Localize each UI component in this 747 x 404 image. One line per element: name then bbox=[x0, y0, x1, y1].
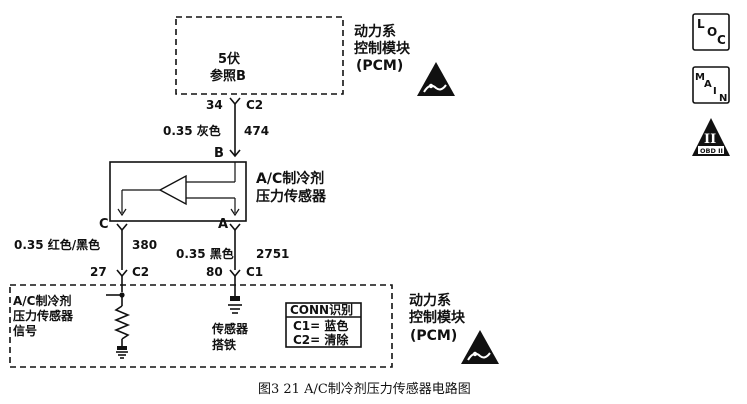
left-connector-terminal bbox=[116, 269, 128, 278]
sensor-pin-c: C bbox=[99, 217, 109, 232]
sensor-box bbox=[109, 161, 247, 222]
signal-label-1: A/C制冷剂 bbox=[13, 293, 71, 308]
top-wire-color: 0.35 灰色 bbox=[163, 123, 221, 138]
pcm-top-ref-b: 参照B bbox=[210, 68, 246, 84]
left-wire-color: 0.35 红色/黑色 bbox=[14, 237, 100, 252]
svg-text:C: C bbox=[717, 33, 726, 47]
pcm-top-title-2: 控制模块 bbox=[354, 40, 411, 57]
sensor-terminal-a bbox=[229, 223, 241, 232]
right-wire-circuit: 2751 bbox=[256, 247, 289, 261]
sensor-ground-circuit bbox=[228, 296, 242, 314]
sensor-terminal-b bbox=[229, 149, 241, 158]
svg-text:OBD II: OBD II bbox=[700, 147, 723, 155]
conn-table-row-2: C2= 清除 bbox=[293, 332, 349, 347]
top-pin-number: 34 bbox=[206, 98, 223, 112]
sensor-amplifier bbox=[158, 174, 187, 206]
right-connector-id: C1 bbox=[246, 265, 263, 279]
esd-warning-icon-bottom bbox=[461, 330, 499, 364]
pcm-bottom-title-3: (PCM) bbox=[410, 328, 457, 344]
sensor-pin-b: B bbox=[214, 146, 224, 161]
top-connector-terminal bbox=[229, 97, 241, 106]
pcm-bottom-title-2: 控制模块 bbox=[409, 309, 466, 326]
right-wire-color: 0.35 黑色 bbox=[176, 246, 234, 261]
conn-table-row-1: C1= 蓝色 bbox=[293, 318, 348, 333]
pcm-top-box bbox=[175, 16, 344, 95]
pcm-top-title-3: (PCM) bbox=[356, 58, 403, 74]
signal-label-2: 压力传感器 bbox=[13, 308, 74, 323]
sensor-label-2: 压力传感器 bbox=[256, 188, 327, 205]
sensor-terminal-c bbox=[116, 223, 128, 232]
sensor-label-1: A/C制冷剂 bbox=[256, 170, 324, 187]
svg-text:A: A bbox=[704, 79, 712, 90]
signal-input-circuit bbox=[113, 292, 131, 346]
svg-text:M: M bbox=[695, 72, 705, 83]
svg-text:N: N bbox=[719, 93, 727, 104]
loc-icon: L O C bbox=[692, 13, 730, 51]
conn-id-table: CONN识别 C1= 蓝色 C2= 清除 bbox=[285, 302, 362, 348]
top-wire-circuit: 474 bbox=[244, 124, 269, 138]
signal-label-3: 信号 bbox=[13, 323, 37, 338]
pcm-top-ref-5v: 5伏 bbox=[218, 51, 240, 67]
svg-text:II: II bbox=[704, 132, 716, 147]
svg-text:O: O bbox=[707, 25, 717, 39]
left-pin-number: 27 bbox=[90, 265, 107, 279]
left-connector-id: C2 bbox=[132, 265, 149, 279]
left-wire-circuit: 380 bbox=[132, 238, 157, 252]
main-icon: M A I N bbox=[692, 66, 730, 104]
obd-ii-icon: II OBD II bbox=[692, 118, 730, 156]
right-pin-number: 80 bbox=[206, 265, 223, 279]
pcm-bottom-box bbox=[9, 284, 393, 368]
figure-caption: 图3 21 A/C制冷剂压力传感器电路图 bbox=[258, 381, 471, 397]
svg-text:L: L bbox=[697, 17, 705, 31]
conn-table-header: CONN识别 bbox=[290, 303, 353, 317]
top-connector-id: C2 bbox=[246, 98, 263, 112]
sensor-ground-label-2: 搭铁 bbox=[212, 337, 236, 352]
esd-warning-icon-top bbox=[417, 62, 455, 96]
sensor-internal-arrow-c bbox=[117, 208, 127, 217]
sensor-internal-arrow-a bbox=[230, 208, 240, 217]
pcm-top-title-1: 动力系 bbox=[354, 23, 396, 40]
right-connector-terminal bbox=[229, 269, 241, 278]
sensor-ground-label-1: 传感器 bbox=[211, 321, 249, 336]
pcm-bottom-title-1: 动力系 bbox=[409, 292, 451, 309]
ground-icon-left bbox=[116, 346, 128, 359]
svg-text:I: I bbox=[713, 86, 717, 97]
sensor-pin-a: A bbox=[218, 217, 228, 232]
